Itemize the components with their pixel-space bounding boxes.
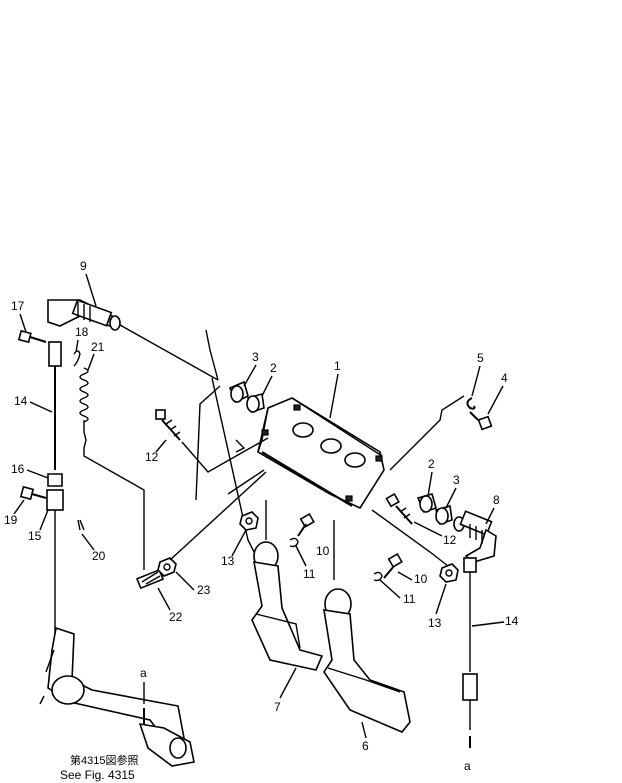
callout-19: 19 [4,513,18,527]
callout-a-left: a [140,666,147,680]
callout-4: 4 [501,371,508,385]
reference-note-english: See Fig. 4315 [60,768,135,782]
bolt-part-12-left [155,409,269,473]
leader-23 [175,571,195,591]
leader-line [227,469,265,495]
callout-2-left: 2 [270,361,277,375]
bracket-part-1 [257,397,385,510]
spring-part-21 [79,367,145,570]
leader-2-left [261,375,273,397]
leader-3-right [445,487,457,509]
callout-17: 17 [11,299,25,313]
callout-labels: 1 2 2 3 3 4 5 6 7 8 9 10 10 11 11 12 12 … [4,259,519,773]
clip-part-5 [389,395,476,471]
bushing-part-3-right [435,504,453,526]
rod-part-14-left [46,341,64,640]
callout-20: 20 [92,549,106,563]
pedal-part-7 [251,541,324,671]
callout-21: 21 [91,340,105,354]
leader-15 [39,509,49,531]
leader-5 [471,365,481,397]
leader-16 [26,469,49,479]
callout-14-left: 14 [14,394,28,408]
callout-15: 15 [28,529,42,543]
callout-11-upper: 11 [303,567,316,581]
bushing-part-2-right [416,493,437,513]
nut-part-13-right [439,563,459,583]
nut-part-23 [157,471,267,577]
callout-13-right: 13 [428,616,442,630]
callout-16: 16 [11,462,25,476]
leader-19 [13,499,25,515]
bolt-part-10-upper [297,512,315,537]
callout-5: 5 [477,351,484,365]
bushing-part-2-left [246,392,265,414]
leader-4 [487,385,504,415]
leader-12-left [155,439,167,453]
callout-6: 6 [362,739,369,753]
bolt-part-12-right [371,492,449,567]
leader-13-right [435,583,447,615]
callout-23: 23 [197,583,211,597]
callout-1: 1 [334,359,341,373]
callout-3-right: 3 [453,473,460,487]
callout-13-left: 13 [221,554,235,568]
leader-line [235,439,246,453]
leader-3-left [243,364,257,387]
leader-11-upper [295,545,307,567]
rod-part-14-right [462,557,478,748]
leader-line [205,329,219,381]
bolt-part-22 [135,568,165,590]
callout-a-right: a [464,759,471,773]
leader-17 [19,313,27,333]
leader-20 [81,533,95,551]
bolt-part-17 [17,329,47,344]
bolt-part-10-lower [383,552,403,579]
leader-line [195,385,221,501]
leader-6 [361,721,367,739]
callout-12-right: 12 [443,533,457,547]
shaft-part-9 [47,299,219,381]
callout-2-right: 2 [428,457,435,471]
pin-part-20 [77,519,85,531]
callout-3-left: 3 [252,350,259,364]
cross-shaft-assembly [39,626,195,767]
callout-22: 22 [169,610,183,624]
leader-21 [87,353,95,371]
callout-7: 7 [274,700,281,714]
callout-9: 9 [80,259,87,273]
leader-9 [85,273,97,307]
callout-18: 18 [75,325,89,339]
pin-part-11-lower [373,571,383,582]
leader-10-lower [397,571,413,581]
leader-7 [279,667,297,699]
nut-part-13-left [239,511,259,531]
callout-12-left: 12 [145,450,159,464]
leader-11-lower [379,579,401,599]
leader-22 [157,587,171,611]
bolt-part-4 [469,411,493,431]
pin-part-18 [73,350,81,367]
leader-14-right [471,621,505,627]
callout-11-lower: 11 [403,592,416,606]
shaft-part-8 [453,510,497,563]
leader-1 [329,373,339,419]
leader-14-left [29,401,53,413]
leader-8 [485,507,495,525]
pedal-part-6 [265,500,411,733]
leader-12-right [413,521,443,537]
callout-8: 8 [493,493,500,507]
leader-13-left [231,529,247,557]
bolt-part-19 [19,485,47,501]
reference-note-japanese: 第4315図参照 [70,753,138,767]
leader-2-right [427,471,433,497]
callout-10-lower: 10 [414,572,428,586]
callout-14-right: 14 [505,614,519,628]
pin-part-11-upper [289,537,299,548]
callout-10-upper: 10 [316,544,330,558]
leader-18 [75,339,79,353]
bushing-part-3-left [228,380,249,404]
